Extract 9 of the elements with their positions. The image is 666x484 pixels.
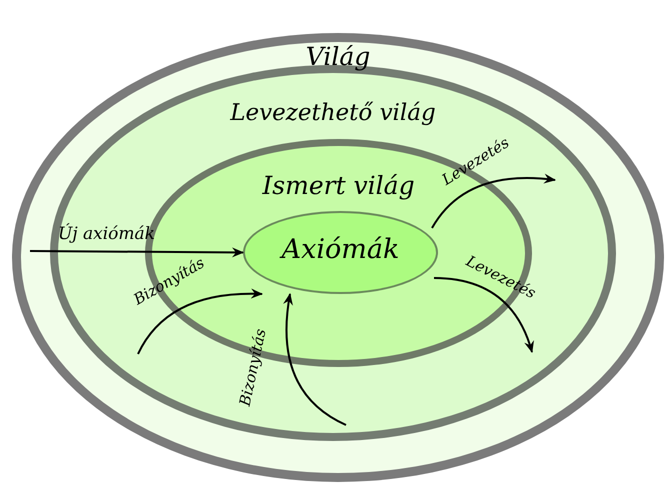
region-title: Világ <box>306 42 370 71</box>
region-title: Levezethető világ <box>230 100 436 126</box>
region-title: Axiómák <box>282 234 400 265</box>
arrow <box>137 288 263 354</box>
arrow <box>30 247 244 258</box>
region-title: Ismert világ <box>262 171 415 200</box>
arrow <box>431 174 556 229</box>
arrow <box>434 277 534 353</box>
arrow <box>283 293 346 426</box>
